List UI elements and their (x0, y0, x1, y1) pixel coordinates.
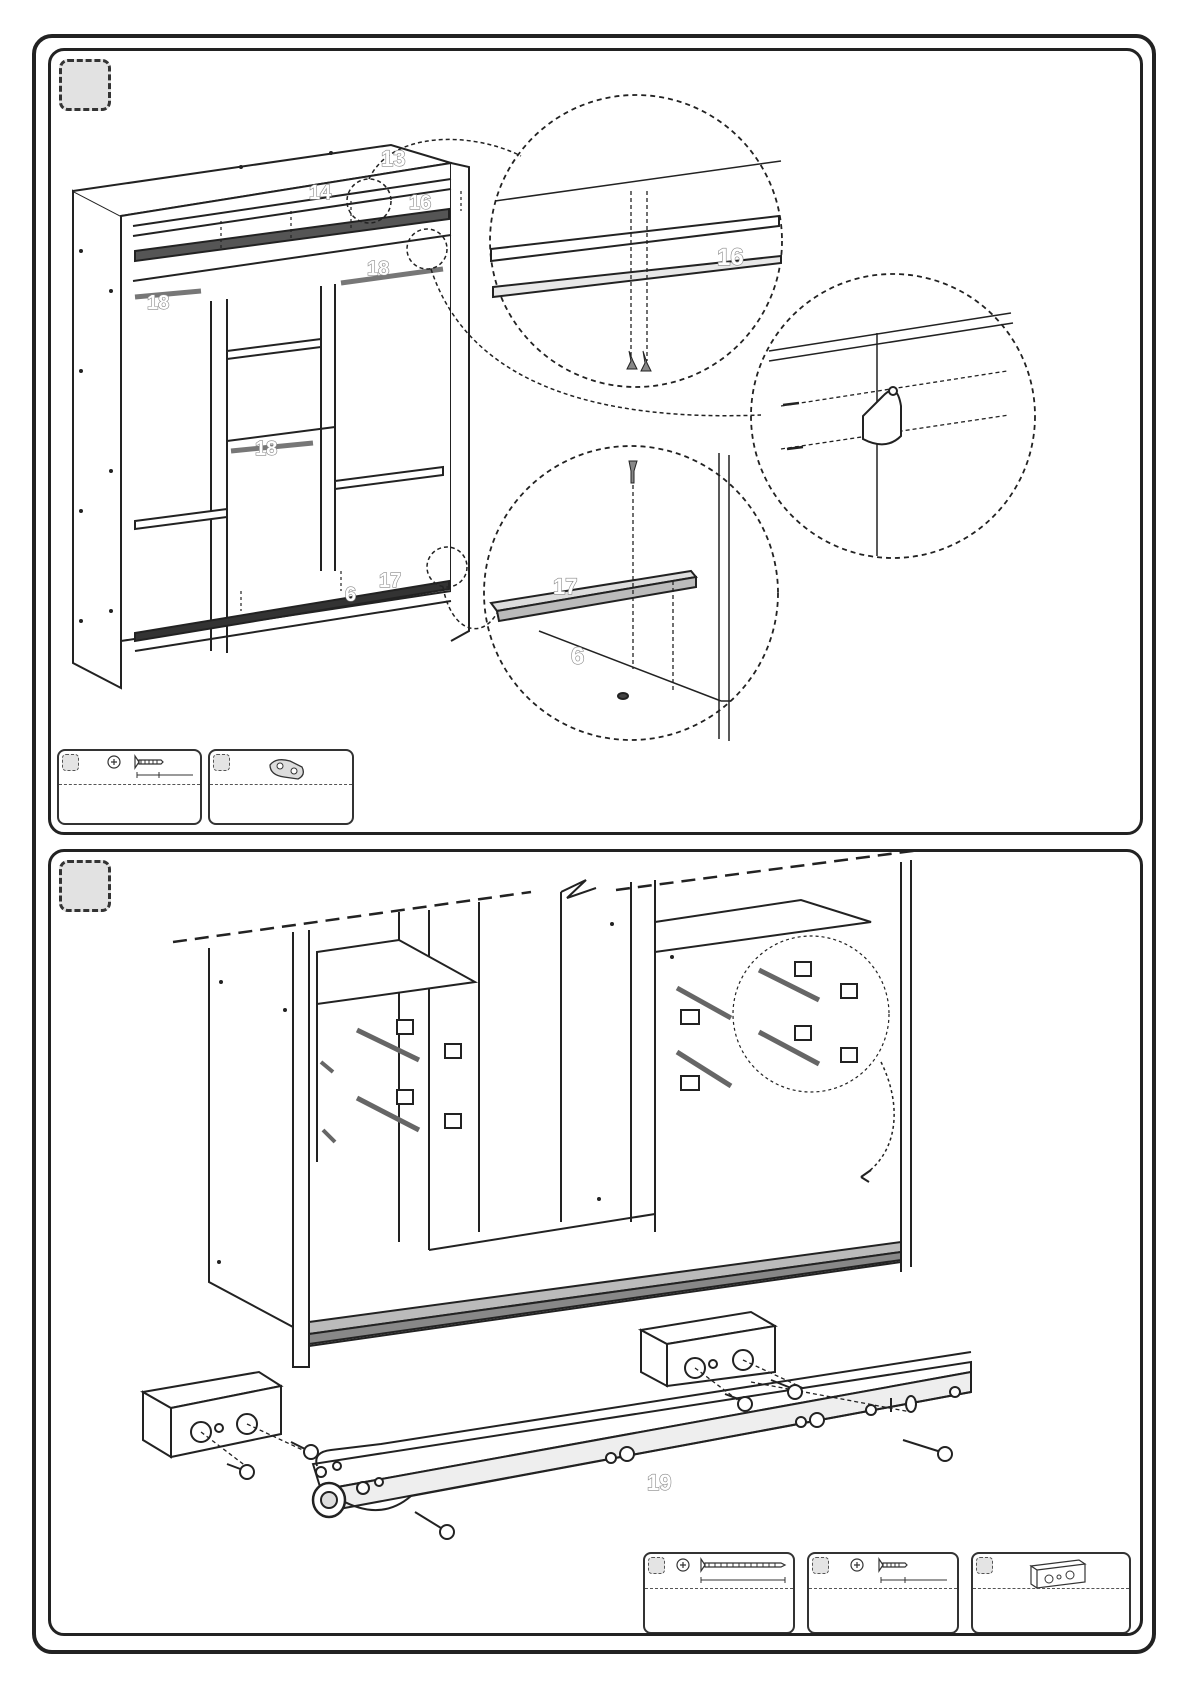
part-label: 18 (255, 438, 277, 460)
detail-top-rail (490, 95, 782, 387)
hardware-box-rail-bracket (208, 749, 354, 825)
drawer-runner-illustration: 19 (51, 852, 1143, 1636)
wood-block-left (143, 1372, 307, 1470)
rail-bracket-icon (210, 751, 356, 827)
part-label: 18 (367, 258, 389, 280)
part-label: 16 (717, 244, 744, 271)
detail-rail-bracket (751, 274, 1035, 558)
hardware-box-wood-block (971, 1552, 1131, 1634)
wardrobe-assembly-illustration: 13 14 16 18 18 18 17 6 16 17 6 (51, 51, 1143, 835)
part-label: 14 (309, 182, 332, 204)
part-label: 6 (345, 584, 356, 606)
part-label: 19 (647, 1470, 671, 1495)
part-label: 16 (409, 192, 431, 214)
part-label: 18 (147, 292, 169, 314)
detail-bottom-rail (484, 446, 778, 741)
screw-icon (809, 1554, 961, 1636)
drawer-runner-enlarged (313, 1352, 971, 1517)
step-panel-2: 19 (48, 849, 1143, 1636)
screw-icon (645, 1554, 797, 1636)
step-panel-1: 13 14 16 18 18 18 17 6 16 17 6 (48, 48, 1143, 835)
part-label: 13 (381, 146, 405, 171)
wardrobe-carcass (73, 145, 469, 688)
runner-group-left (321, 1020, 461, 1142)
part-label: 17 (553, 574, 577, 599)
runner-group-right (677, 936, 894, 1182)
part-label: 6 (571, 643, 584, 670)
part-label: 17 (379, 570, 401, 592)
hardware-box-long-screw (643, 1552, 795, 1634)
hardware-box-screw (57, 749, 202, 825)
screw-icon (59, 751, 204, 827)
wood-block-icon (973, 1554, 1133, 1636)
hardware-box-short-screw (807, 1552, 959, 1634)
